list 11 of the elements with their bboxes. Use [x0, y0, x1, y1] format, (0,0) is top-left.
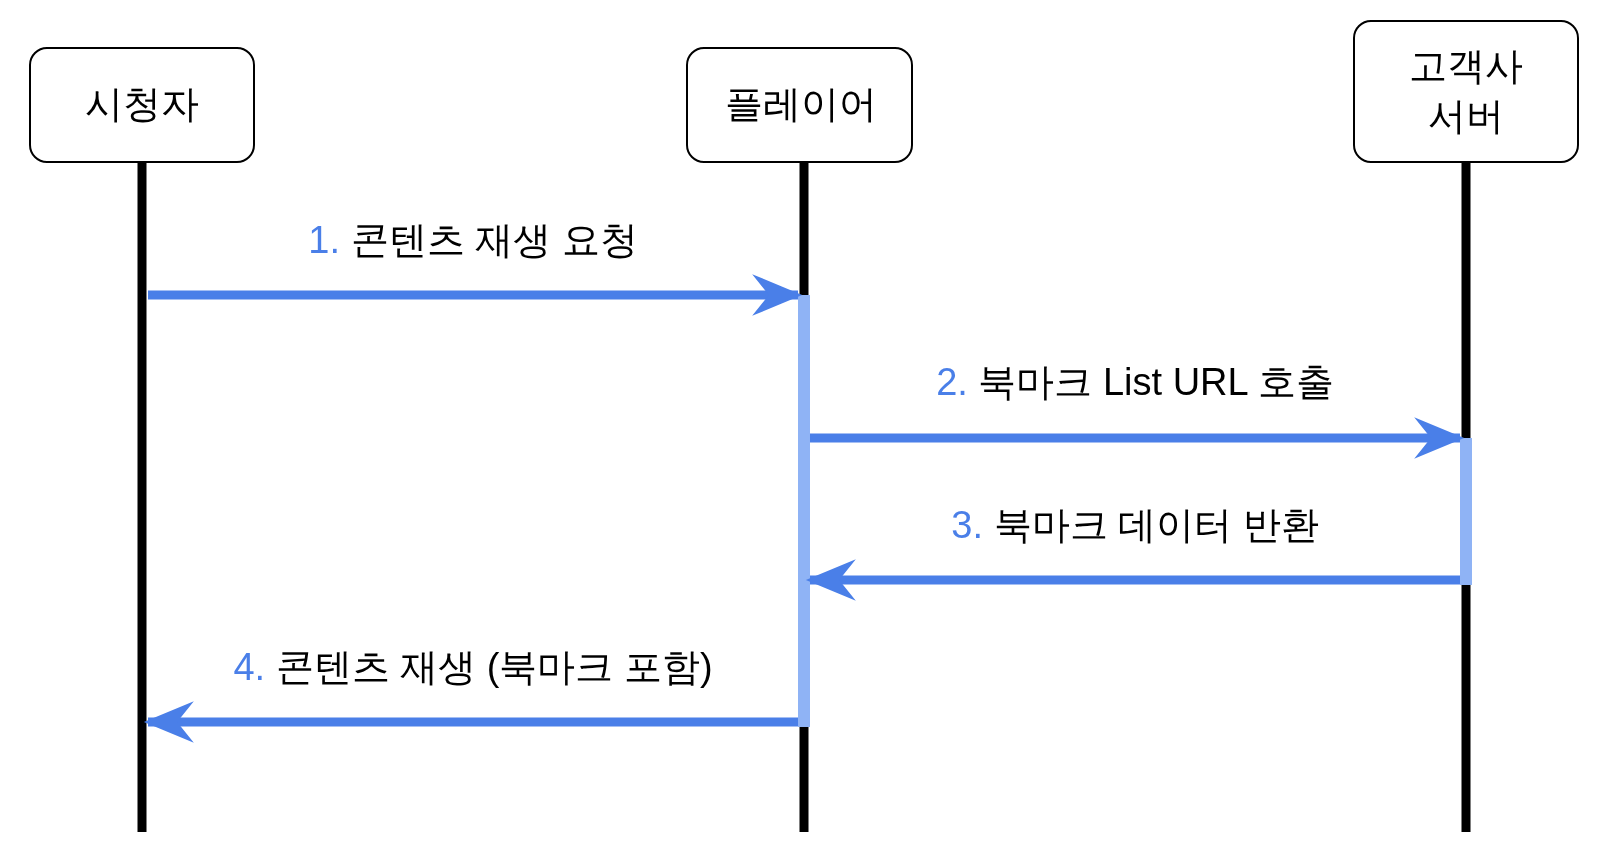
- message-label: 4. 콘텐츠 재생 (북마크 포함): [233, 644, 713, 690]
- participant-box: 시청자: [29, 47, 255, 163]
- message-arrow: [805, 559, 1460, 601]
- message-arrow: [810, 417, 1465, 459]
- message-arrow: [143, 701, 798, 743]
- message-label: 3. 북마크 데이터 반환: [951, 502, 1319, 548]
- message-label: 2. 북마크 List URL 호출: [936, 359, 1334, 405]
- message-label: 1. 콘텐츠 재생 요청: [308, 217, 638, 263]
- participant-box: 고객사 서버: [1353, 20, 1579, 163]
- message-arrow: [148, 274, 803, 316]
- participant-box: 플레이어: [686, 47, 913, 163]
